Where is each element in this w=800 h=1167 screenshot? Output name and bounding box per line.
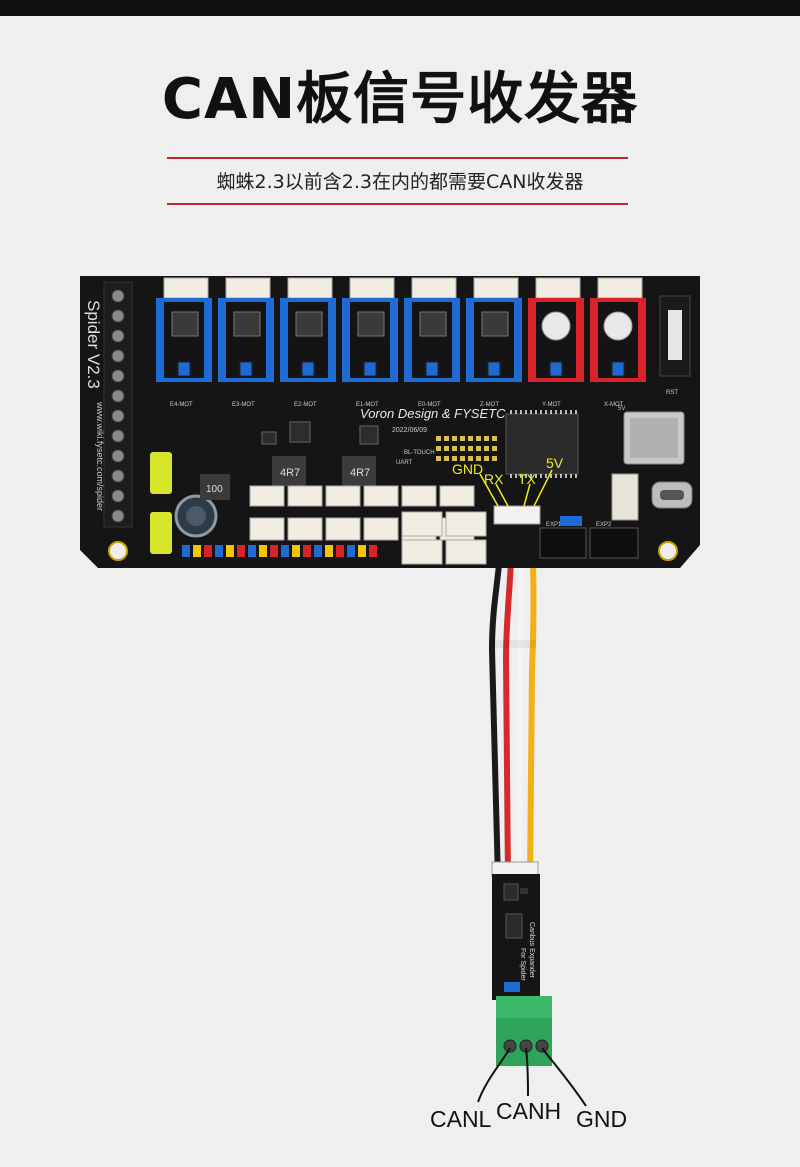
motor-label: E1-MOT xyxy=(356,402,379,408)
wire-black xyxy=(488,519,505,881)
module-name: Canbus Expander xyxy=(528,922,535,979)
terminal-screw xyxy=(111,349,125,363)
terminal-screw xyxy=(111,369,125,383)
inductor-2-label: 4R7 xyxy=(350,467,370,479)
motor-label: E4-MOT xyxy=(170,402,193,408)
driver-y-mot: Y-MOT xyxy=(528,277,584,408)
motor-label: E2-MOT xyxy=(294,402,317,408)
terminal-screw xyxy=(111,329,125,343)
exp1-header xyxy=(539,527,587,559)
terminal-screw xyxy=(111,389,125,403)
inductor-1-label: 4R7 xyxy=(280,467,300,479)
mcu-pins xyxy=(510,410,577,478)
gnd-label: GND xyxy=(576,1106,628,1132)
driver-e3-mot: E3-MOT xyxy=(218,277,274,408)
inductor-2 xyxy=(342,456,376,486)
terminal-screw-gnd xyxy=(535,1039,549,1053)
exp1-label: EXP1 xyxy=(546,522,562,528)
terminal-leaders xyxy=(477,1047,587,1107)
wire-red xyxy=(502,519,515,881)
v5-board-label: 5V xyxy=(618,406,625,412)
board-url: www.wiki.fysetc.com/spider xyxy=(95,401,105,511)
top-bar xyxy=(0,0,800,16)
motor-label: Y-MOT xyxy=(542,402,561,408)
board-name: Spider V2.3 xyxy=(84,300,103,389)
pin-gnd-label: GND xyxy=(452,461,483,477)
reset-button xyxy=(659,295,691,377)
cable-connector xyxy=(493,505,541,525)
terminal-screw xyxy=(111,449,125,463)
terminal-screw xyxy=(111,429,125,443)
fuse-1 xyxy=(150,452,172,494)
terminal-screw-canl xyxy=(503,1039,517,1053)
motor-label: E0-MOT xyxy=(418,402,441,408)
driver-e2-mot: E2-MOT xyxy=(280,277,336,408)
wire-shadow xyxy=(490,640,536,648)
spider-board: Spider V2.3 www.wiki.fysetc.com/spider E… xyxy=(80,276,700,568)
board-brand: Voron Design & FYSETC xyxy=(360,406,506,421)
module-sub: For Spider xyxy=(519,948,526,981)
bltouch-label: BL-TOUCH xyxy=(404,450,435,456)
canh-label: CANH xyxy=(496,1098,562,1124)
stepper-drivers: E4-MOT E3-MOT E2-MOT E1-MOT E0-MOT Z-MOT Y-MOT… xyxy=(156,277,646,408)
big-inductor-label: 100 xyxy=(206,484,223,495)
page-subtitle: 蜘蛛2.3以前含2.3在内的都需要CAN收发器 xyxy=(216,171,584,193)
mcu-chip xyxy=(505,413,579,475)
exp2-label: EXP2 xyxy=(596,522,612,528)
canl-label: CANL xyxy=(430,1106,492,1132)
driver-z-mot: Z-MOT xyxy=(466,277,522,408)
terminal-screw xyxy=(111,509,125,523)
terminal-screw xyxy=(111,309,125,323)
terminal-screw xyxy=(111,469,125,483)
wire-white xyxy=(516,519,525,881)
wire-yellow xyxy=(527,519,537,881)
subtitle-rule-top xyxy=(167,157,628,159)
driver-e1-mot: E1-MOT xyxy=(342,277,398,408)
driver-e0-mot: E0-MOT xyxy=(404,277,460,408)
can-module: Canbus Expander For Spider xyxy=(491,861,552,1066)
inductor-1 xyxy=(272,456,306,486)
exp2-header xyxy=(589,527,639,559)
driver-x-mot: X-MOT xyxy=(590,277,646,408)
pin-rx-label: RX xyxy=(484,471,504,487)
pin-5v-label: 5V xyxy=(546,455,564,471)
driver-e4-mot: E4-MOT xyxy=(156,277,212,408)
rst-label: RST xyxy=(666,390,678,396)
terminal-screw xyxy=(111,489,125,503)
pin-headers xyxy=(436,436,497,461)
motor-label: E3-MOT xyxy=(232,402,255,408)
fuse-2 xyxy=(150,512,172,554)
thermistor-jumpers xyxy=(182,545,377,557)
pin-tx-label: TX xyxy=(518,471,537,487)
terminal-screw xyxy=(111,409,125,423)
endstop-connectors xyxy=(249,485,487,565)
pin-callouts: GND RX TX 5V xyxy=(452,455,564,507)
motor-label: Z-MOT xyxy=(480,402,499,408)
page-title: CAN板信号收发器 xyxy=(161,67,639,132)
big-inductor xyxy=(200,474,230,500)
motor-label: X-MOT xyxy=(604,402,624,408)
terminal-screws xyxy=(111,289,125,523)
subtitle-rule-bottom xyxy=(167,203,628,205)
terminal-screw xyxy=(111,289,125,303)
board-date: 2022/06/09 xyxy=(392,427,427,434)
uart-label: UART xyxy=(396,460,413,466)
cable xyxy=(488,519,537,881)
